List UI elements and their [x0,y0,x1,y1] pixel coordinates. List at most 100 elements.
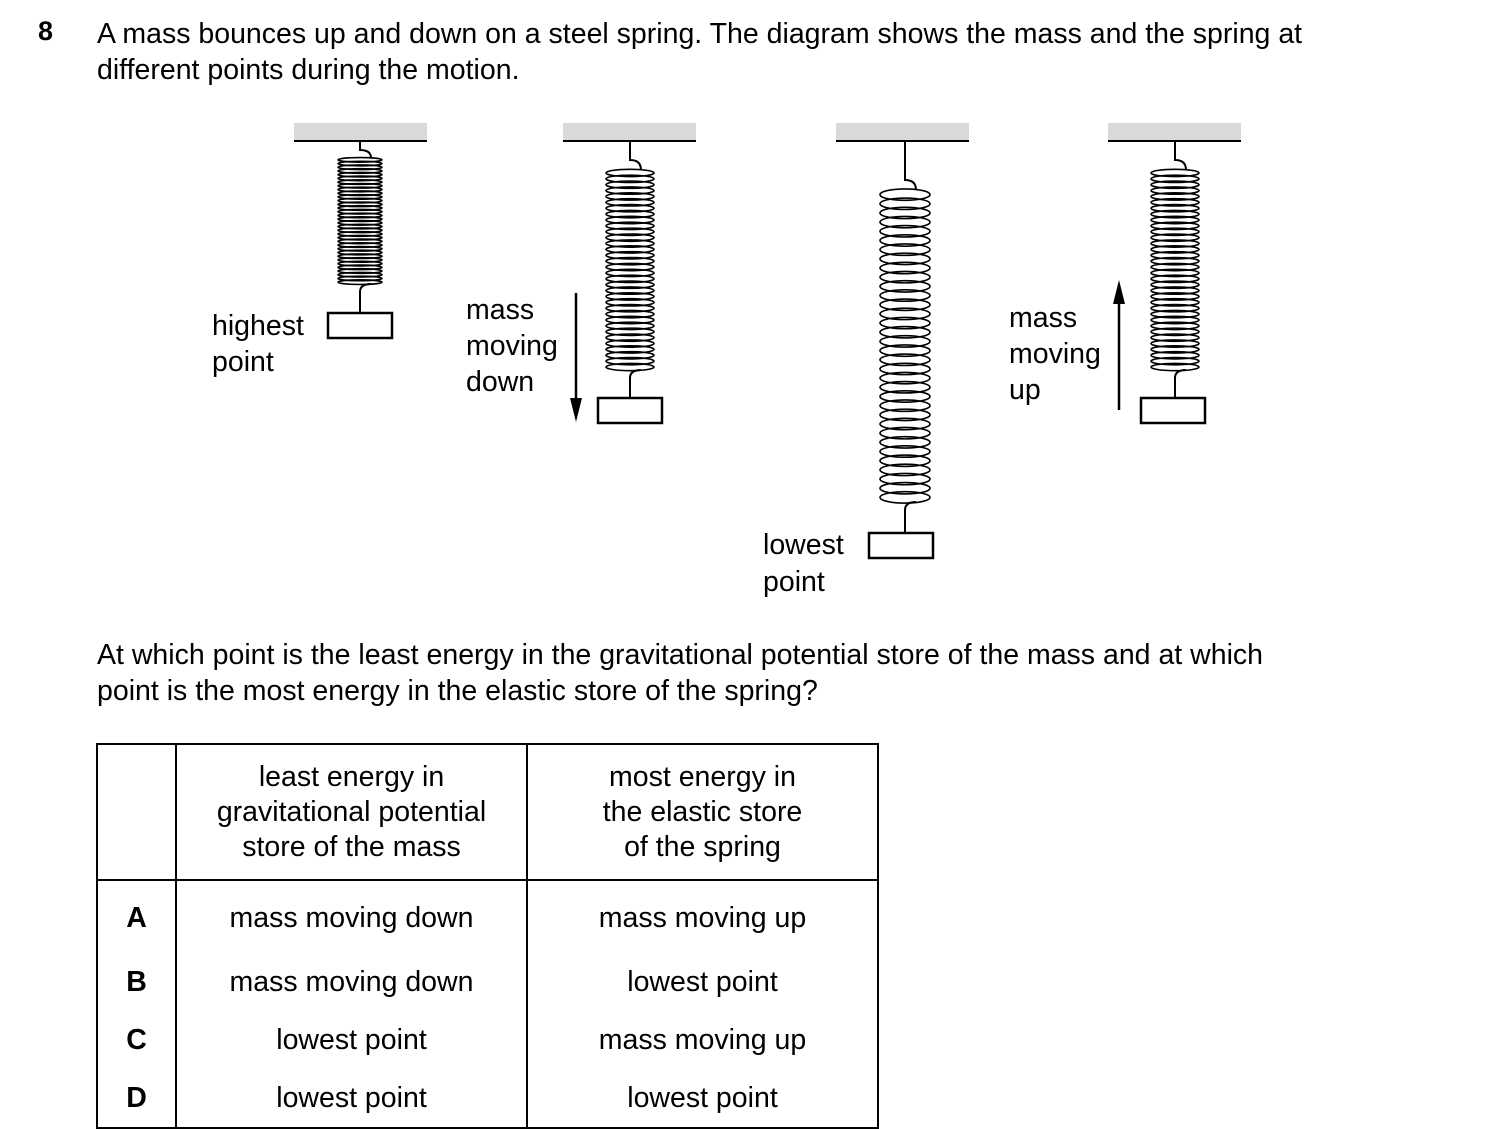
spring-coil-loop [1150,227,1200,237]
spring-coil [1150,168,1200,372]
spring-coil-loop [605,303,655,313]
spring-coil-loop [337,223,383,230]
spring-coil-loop [879,435,931,449]
spring-coil-loop [337,227,383,234]
label-up: up [1009,374,1041,406]
spring-moving-up: mass moving up [1009,123,1241,425]
spring-coil-loop [879,197,931,211]
spring-coil-loop [1150,256,1200,266]
spring-coil-loop [605,197,655,207]
spring-hook-bottom [1174,369,1187,398]
spring-coil-loop [337,208,383,215]
spring-coil-loop [605,227,655,237]
spring-coil-loop [879,316,931,330]
option-letter: B [96,953,177,1011]
spring-coil-loop [879,472,931,486]
stem-line-1: A mass bounces up and down on a steel sp… [97,18,1303,50]
spring-coil-loop [1150,333,1200,343]
option-elastic-cell: mass moving up [526,1011,879,1069]
spring-coil-loop [337,219,383,226]
spring-coil-loop [879,408,931,422]
spring-coil-loop [337,197,383,204]
spring-coil-loop [605,362,655,372]
spring-coil-loop [1150,180,1200,190]
spring-coil-loop [1150,350,1200,360]
spring-coil-loop [879,454,931,468]
label-highest-point: point [212,346,274,378]
spring-coil-loop [605,297,655,307]
spring-coil-loop [605,180,655,190]
spring-coil-loop [1150,221,1200,231]
spring-coil-loop [337,279,383,286]
spring-coil-loop [1150,233,1200,243]
spring-coil-loop [605,274,655,284]
spring-coil-loop [337,234,383,241]
spring-coil-loop [1150,280,1200,290]
spring-coil-loop [605,339,655,348]
spring-coil-loop [1150,186,1200,196]
spring-coil-loop [879,399,931,413]
spring-coil-loop [879,380,931,394]
option-elastic-cell: lowest point [526,1069,879,1129]
spring-coil-loop [337,230,383,238]
spring-coil-loop [337,241,383,249]
spring-coil-loop [1150,315,1200,325]
spring-coil-loop [1150,174,1200,184]
spring-coil-loop [1150,168,1200,178]
spring-coil-loop [605,244,655,254]
spring-coil-loop [605,233,655,243]
spring-coil-loop [879,206,931,220]
spring-coil-loop [1150,244,1200,254]
spring-coil-loop [879,490,931,504]
spring-coil-loop [879,344,931,358]
spring-coil-loop [879,298,931,312]
spring-hook-top [359,141,372,159]
option-row-d[interactable]: D lowest point lowest point [96,1069,879,1129]
option-row-a[interactable]: A mass moving down mass moving up [96,880,879,953]
spring-coil-loop [879,334,931,348]
option-gpe-cell: mass moving down [175,880,528,953]
spring-coil-loop [879,188,931,202]
spring-coil-loop [605,350,655,360]
prompt-line-1: At which point is the least energy in th… [97,639,1263,671]
header-text: most energy in [609,760,796,793]
spring-coil-loop [879,270,931,284]
spring-coil-loop [337,186,383,193]
label-down: down [466,366,534,398]
spring-coil-loop [1150,250,1200,260]
spring-coil-loop [605,203,655,213]
ceiling-support [294,123,427,141]
spring-coil-loop [1150,286,1200,296]
spring-coil-loop [1150,309,1200,319]
header-text: the elastic store [602,795,803,828]
spring-highest-point: highest point [212,123,427,378]
header-text: least energy in [258,760,445,793]
spring-coil-loop [1150,209,1200,219]
header-blank-cell [96,743,177,881]
spring-coil-loop [879,325,931,339]
question-number: 8 [38,16,54,46]
spring-coil-loop [337,216,383,223]
spring-coil [337,156,383,286]
spring-coil-loop [337,190,383,197]
spring-coil-loop [337,256,383,264]
option-row-b[interactable]: B mass moving down lowest point [96,953,879,1011]
spring-coil-loop [337,182,383,189]
spring-coil-loop [879,426,931,440]
spring-coil-loop [605,250,655,260]
label-moving: moving [1009,338,1101,370]
option-letter: D [96,1069,177,1129]
spring-coil-loop [1150,339,1200,348]
header-gpe-column: least energy in gravitational potential … [175,743,528,881]
option-row-c[interactable]: C lowest point mass moving up [96,1011,879,1069]
spring-moving-down: mass moving down [466,123,696,425]
spring-coil-loop [605,262,655,272]
spring-coil-loop [605,215,655,225]
spring-coil-loop [1150,203,1200,213]
spring-hook-bottom [359,283,372,313]
spring-coil-loop [337,164,383,171]
label-lowest: lowest [763,529,844,561]
spring-hook-top [1174,141,1187,171]
spring-coil-loop [337,160,383,167]
spring-coil-loop [605,344,655,354]
